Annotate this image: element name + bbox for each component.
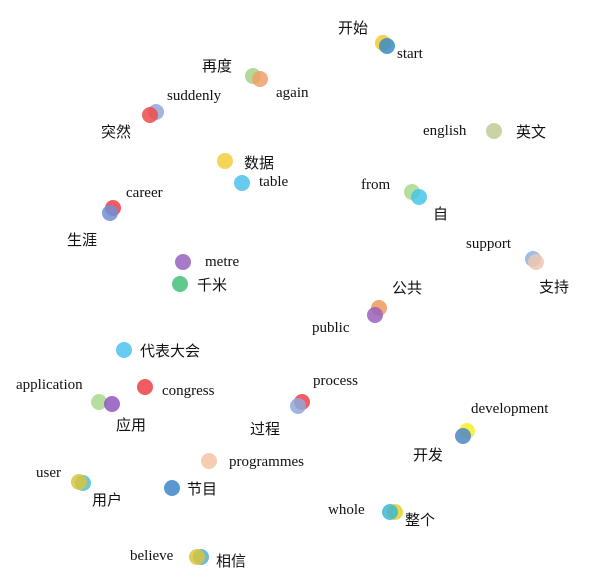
label-metre-en: metre	[205, 254, 239, 270]
label-metre-zh: 千米	[197, 276, 227, 294]
label-public-en: public	[312, 320, 350, 336]
point-table-en	[234, 175, 250, 191]
point-suddenly-zh	[142, 107, 158, 123]
label-career-en: career	[126, 185, 163, 201]
label-gonggong-zh: 公共	[392, 279, 422, 297]
point-believe-en	[189, 549, 205, 565]
point-programmes-en	[201, 453, 217, 469]
label-congress-zh: 代表大会	[140, 342, 200, 360]
label-process-en: process	[313, 373, 358, 389]
label-start-zh: 开始	[338, 19, 368, 37]
label-congress-en: congress	[162, 383, 215, 399]
point-user-en	[71, 474, 87, 490]
label-again-zh: 再度	[202, 57, 232, 75]
points-layer	[71, 35, 544, 565]
label-believe-zh: 相信	[216, 552, 246, 570]
point-whole-zh	[382, 504, 398, 520]
label-career-zh: 生涯	[67, 231, 97, 249]
point-career-zh	[102, 205, 118, 221]
label-process-zh: 过程	[250, 420, 280, 438]
point-start-en	[379, 38, 395, 54]
point-metre-zh	[172, 276, 188, 292]
label-user-en: user	[36, 465, 61, 481]
point-development-zh	[455, 428, 471, 444]
label-from-zh: 自	[433, 205, 448, 223]
label-support-zh: 支持	[539, 278, 569, 296]
point-from-zh	[411, 189, 427, 205]
label-suddenly-en: suddenly	[167, 88, 222, 104]
label-table-en: table	[259, 174, 288, 190]
label-shuju-zh: 数据	[244, 154, 274, 172]
label-from-en: from	[361, 177, 390, 193]
label-suddenly-zh: 突然	[101, 123, 131, 141]
label-english-zh: 英文	[516, 123, 546, 141]
label-jiemu-zh: 节目	[187, 480, 217, 498]
label-development-zh: 开发	[413, 446, 443, 464]
point-process-zh	[290, 398, 306, 414]
label-support-en: support	[466, 236, 512, 252]
point-application-zh	[104, 396, 120, 412]
point-jiemu-zh	[164, 480, 180, 496]
label-programmes-en: programmes	[229, 454, 304, 470]
point-support-zh	[528, 254, 544, 270]
label-application-zh: 应用	[116, 416, 146, 434]
point-metre-en	[175, 254, 191, 270]
label-whole-en: whole	[328, 502, 365, 518]
label-start-en: start	[397, 46, 424, 62]
label-application-en: application	[16, 377, 83, 393]
label-whole-zh: 整个	[405, 511, 435, 529]
label-english-en: english	[423, 123, 467, 139]
point-english-en	[486, 123, 502, 139]
point-again-en	[252, 71, 268, 87]
label-development-en: development	[471, 401, 549, 417]
point-congress-zh	[116, 342, 132, 358]
label-again-en: again	[276, 85, 309, 101]
point-shuju-zh	[217, 153, 233, 169]
point-public-en	[367, 307, 383, 323]
label-believe-en: believe	[130, 548, 174, 564]
point-congress-en	[137, 379, 153, 395]
point-application-en	[91, 394, 107, 410]
label-user-zh: 用户	[92, 491, 122, 509]
